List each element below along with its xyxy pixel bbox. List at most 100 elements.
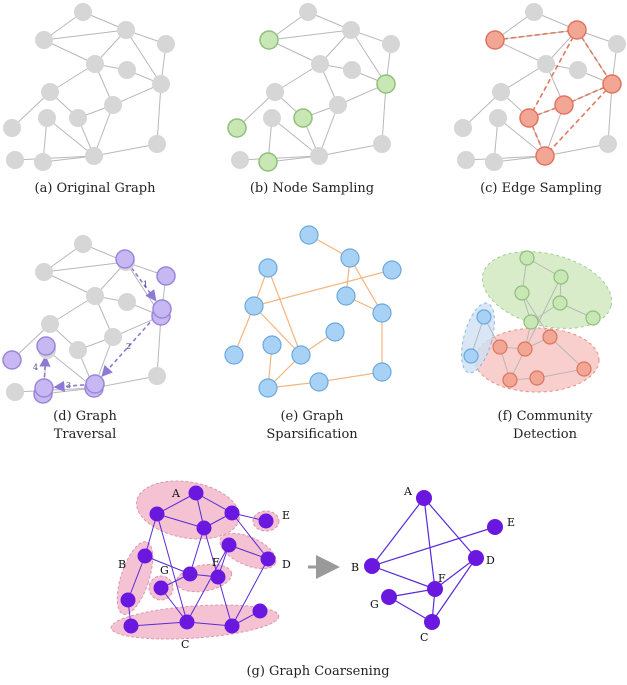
coarsening-right-node-c: [424, 614, 440, 630]
caption-graph-traversal-line2: Traversal: [54, 427, 116, 442]
community-green-hull: [481, 251, 613, 329]
coarse-label-b-right: B: [351, 561, 359, 574]
traversal-step-1: 1: [143, 280, 148, 289]
coarsening-right-node-a: [416, 490, 432, 506]
edge-sampling-node: [485, 153, 503, 171]
graph-traversal-visited-node: [85, 374, 105, 394]
coarsening-left-edge: [231, 558, 269, 627]
community-edge: [521, 292, 551, 338]
sparsification-node: [382, 260, 402, 280]
node-sampling-node: [263, 109, 281, 127]
coarsening-left-edge: [231, 512, 269, 560]
edge-sampling-dashed-edge: [494, 29, 578, 41]
coarse-label-f-right: F: [438, 572, 446, 585]
node-sampling-node: [259, 30, 279, 50]
sparsification-edge: [267, 267, 302, 356]
graph-traversal-edge: [43, 271, 96, 297]
edge-sampling-node: [457, 151, 475, 169]
sparsification-edge: [253, 269, 393, 307]
edge-sampling-node: [599, 135, 617, 153]
coarsening-right-edge: [423, 497, 436, 590]
coarsening-left-node: [149, 506, 165, 522]
original-graph-node: [41, 83, 59, 101]
sparsification-node: [336, 286, 356, 306]
node-sampling-edge: [268, 29, 352, 41]
community-red-node: [542, 329, 558, 345]
community-blue-node: [476, 309, 492, 325]
caption-original-graph: (a) Original Graph: [35, 181, 157, 196]
traversal-step-4: 4: [33, 363, 38, 372]
traversal-step-3: 3: [66, 381, 71, 390]
node-sampling-edge: [239, 155, 320, 161]
node-sampling-node: [342, 21, 360, 39]
node-sampling-node: [329, 96, 347, 114]
coarse-label-f-left: F: [212, 556, 220, 569]
sparsification-node: [244, 296, 264, 316]
sparsification-node: [258, 378, 278, 398]
edge-sampling-node: [454, 119, 472, 137]
original-graph-node: [117, 21, 135, 39]
edge-sampling-node: [525, 3, 543, 21]
node-sampling-node: [266, 83, 284, 101]
community-green-node: [585, 310, 601, 326]
edge-sampling-dashed-edge: [528, 29, 578, 119]
coarsening-left-edge: [144, 555, 191, 575]
graph-traversal-node: [69, 341, 87, 359]
node-sampling-node: [343, 61, 361, 79]
coarsening-left-node: [260, 551, 276, 567]
sparsification-node: [258, 258, 278, 278]
graph-traversal-visited-node: [34, 378, 54, 398]
coarse-label-e-left: E: [282, 509, 290, 522]
coarsening-left-edge: [186, 544, 230, 623]
coarsening-left-node: [210, 569, 226, 585]
coarse-label-d-left: D: [282, 558, 291, 571]
graph-traversal-node: [74, 235, 92, 253]
node-sampling-node: [311, 55, 329, 73]
coarsening-right-node-d: [468, 550, 484, 566]
coarsening-right-edge: [371, 565, 436, 590]
coarsening-left-node: [196, 520, 212, 536]
node-sampling-node: [258, 152, 278, 172]
caption-graph-sparsification-line2: Sparsification: [266, 427, 358, 442]
graph-traversal-edge: [156, 315, 162, 377]
edge-sampling-node: [537, 55, 555, 73]
original-graph-edge: [156, 83, 162, 145]
node-sampling-edge: [350, 29, 387, 85]
original-graph-node: [152, 75, 170, 93]
original-graph-node: [104, 96, 122, 114]
original-graph-edge: [14, 155, 95, 161]
community-green-node: [552, 295, 568, 311]
coarsening-left-node: [252, 603, 268, 619]
node-sampling-node: [299, 3, 317, 21]
coarsening-left-node: [188, 485, 204, 501]
coarse-label-d-right: D: [486, 554, 495, 567]
edge-sampling-node: [608, 35, 626, 53]
graph-traversal-edge: [43, 261, 127, 273]
caption-edge-sampling: (c) Edge Sampling: [480, 181, 602, 196]
community-blue-node: [463, 348, 479, 364]
sparsification-node: [372, 303, 392, 323]
coarsening-left-edge: [130, 621, 188, 627]
edge-sampling-edge: [544, 143, 609, 157]
graph-traversal-node: [2, 350, 22, 370]
sparsification-node: [291, 345, 311, 365]
coarsening-hull-b: [116, 541, 154, 615]
community-green-node: [553, 269, 569, 285]
coarsening-left-node: [137, 548, 153, 564]
coarsening-left-edge: [186, 621, 233, 627]
coarsening-right-edge: [423, 497, 477, 559]
edge-sampling-node: [485, 30, 505, 50]
coarsening-left-node: [182, 566, 198, 582]
coarsening-left-node: [221, 537, 237, 553]
coarsening-left-edge: [156, 513, 205, 529]
graph-traversal-node: [6, 383, 24, 401]
graph-traversal-arrow: [101, 316, 156, 377]
coarsening-right-node-g: [381, 589, 397, 605]
sparsification-node: [309, 372, 329, 392]
caption-node-sampling: (b) Node Sampling: [250, 181, 374, 196]
coarsening-left-edge: [217, 576, 233, 627]
node-sampling-node: [310, 147, 328, 165]
community-red-node: [576, 361, 592, 377]
community-green-node: [523, 314, 539, 330]
edge-sampling-edge: [497, 117, 546, 157]
